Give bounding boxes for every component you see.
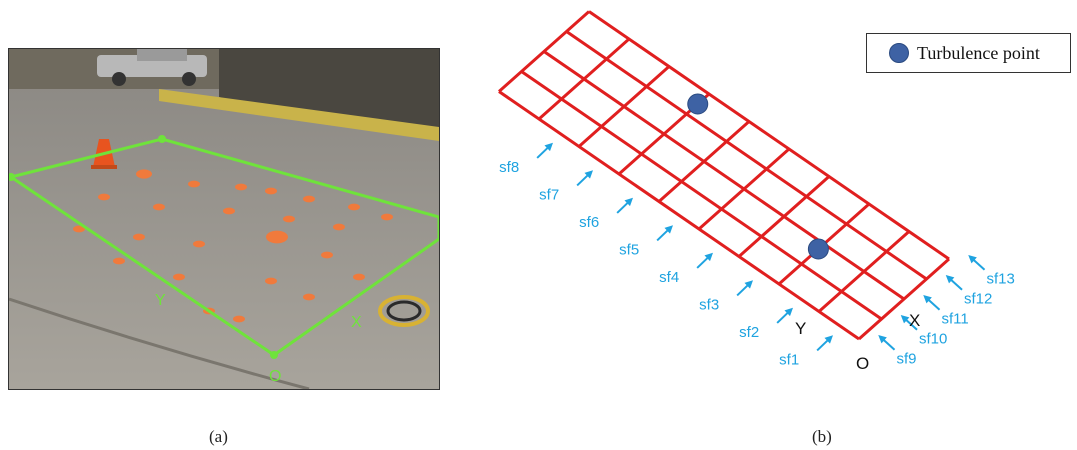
paint-mark [265, 277, 277, 285]
sf-label: sf7 [539, 186, 559, 203]
survey-line-arrows [536, 142, 986, 352]
turbulence-point-icon [889, 43, 909, 63]
paint-mark [233, 315, 245, 323]
paint-mark [136, 169, 152, 179]
sf-label: sf13 [987, 271, 1015, 288]
paint-mark [173, 273, 185, 281]
x-axis-label: X [909, 311, 920, 330]
sf-label: sf10 [919, 331, 947, 348]
origin-marker [270, 351, 278, 359]
origin-label: O [856, 354, 869, 373]
paint-mark [153, 203, 165, 211]
photo-y-label: Y [155, 292, 166, 309]
road-photo: Y X O [8, 48, 440, 390]
corner-marker [9, 173, 15, 181]
sf-arrow [536, 142, 553, 159]
sf-arrow [776, 307, 793, 324]
paint-mark [321, 251, 333, 259]
sf-arrow [616, 197, 633, 214]
sf-label: sf9 [897, 351, 917, 368]
turbulence-point [807, 238, 829, 260]
sf-label: sf1 [779, 351, 799, 368]
sf-arrow [696, 252, 713, 269]
photo-x-label: X [351, 314, 362, 331]
sf-label: sf4 [659, 269, 679, 286]
sf-arrow [736, 280, 753, 297]
sf-label: sf6 [579, 214, 599, 231]
paint-mark [348, 203, 360, 211]
paint-mark [98, 193, 110, 201]
grid-line-x [565, 30, 928, 281]
grid-lines [498, 10, 950, 341]
turbulence-points [687, 93, 829, 260]
sf-arrow [816, 335, 833, 352]
grid-line-x [498, 90, 860, 341]
grid-line-x [520, 70, 883, 321]
sf-label: sf5 [619, 241, 639, 258]
paint-mark [303, 293, 315, 301]
sf-arrow [878, 335, 896, 351]
paint-markings [73, 169, 393, 323]
corner-marker [158, 135, 166, 143]
sf-arrow [656, 225, 673, 242]
curb [159, 89, 439, 141]
paint-mark [266, 230, 288, 244]
legend-label: Turbulence point [917, 43, 1040, 63]
paint-mark [353, 273, 365, 281]
paint-mark [381, 213, 393, 221]
sf-label: sf8 [499, 159, 519, 176]
paint-mark [113, 257, 125, 265]
sf-arrow [576, 170, 593, 187]
sf-label: sf12 [964, 291, 992, 308]
caption-a: (a) [209, 427, 228, 446]
sf-arrow [945, 275, 963, 291]
sf-label: sf2 [739, 324, 759, 341]
y-axis-label: Y [795, 319, 806, 338]
paint-mark [265, 187, 277, 195]
paint-mark [193, 240, 205, 248]
paint-mark [303, 195, 315, 203]
paint-mark [235, 183, 247, 191]
road-photo-drawing: Y X O [9, 49, 439, 389]
measurement-boundary [9, 137, 439, 357]
sf-arrow [900, 315, 918, 331]
sf-label: sf3 [699, 296, 719, 313]
sf-arrow [968, 255, 986, 271]
truck [97, 49, 207, 86]
paint-mark [223, 207, 235, 215]
sf-arrow [923, 295, 941, 311]
sf-label: sf11 [942, 311, 969, 328]
paint-mark [188, 180, 200, 188]
caption-b: (b) [812, 427, 832, 446]
turbulence-point [687, 93, 709, 115]
cable-coil [378, 295, 430, 327]
paint-mark [73, 225, 85, 233]
paint-mark [333, 223, 345, 231]
photo-origin-label: O [269, 368, 281, 385]
paint-mark [133, 233, 145, 241]
grid-line-x [543, 50, 905, 301]
paint-mark [283, 215, 295, 223]
legend: Turbulence point [866, 33, 1071, 73]
grid-line-x [588, 10, 950, 261]
